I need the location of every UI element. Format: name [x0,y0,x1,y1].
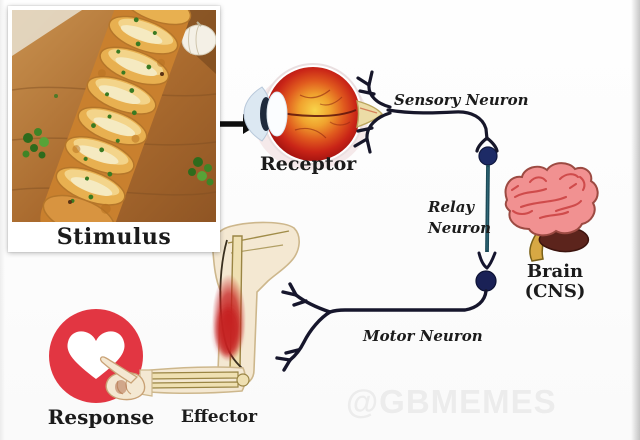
brain-label-line2: (CNS) [524,281,586,302]
synapse-ball-bottom [475,270,497,292]
receptor-label: Receptor [260,153,357,175]
synapse-ball-top [478,146,498,166]
relay-neuron-label-line2: Neuron [428,219,491,237]
right-edge-shade [631,0,640,440]
stimulus-photo [12,10,216,222]
arm-icon [93,221,300,401]
left-edge-shade [0,0,5,440]
sensory-neuron-label: Sensory Neuron [394,91,529,109]
stimulus-label: Stimulus [56,224,172,250]
sensory-neuron-path [353,70,499,154]
stimulus-photo-card: Stimulus [8,6,220,252]
parsley-garnish [22,128,214,186]
watermark: @GBMEMES [346,383,557,420]
brain-label-line1: Brain [526,261,584,282]
parsley-flecks [70,17,157,203]
brain-icon [504,162,599,262]
brain-cns-label: Brain (CNS) [512,262,598,302]
effector-label: Effector [180,407,258,427]
garlic-bread-illustration [12,10,216,222]
bread-loaf [40,10,192,222]
motor-neuron-label: Motor Neuron [363,327,483,345]
response-label: Response [47,405,155,429]
relay-neuron-label: Relay Neuron [428,197,491,239]
relay-neuron-path [477,164,497,270]
eye-icon [243,63,383,170]
motor-neuron-path [275,282,488,372]
relay-neuron-label-line1: Relay [428,198,475,216]
